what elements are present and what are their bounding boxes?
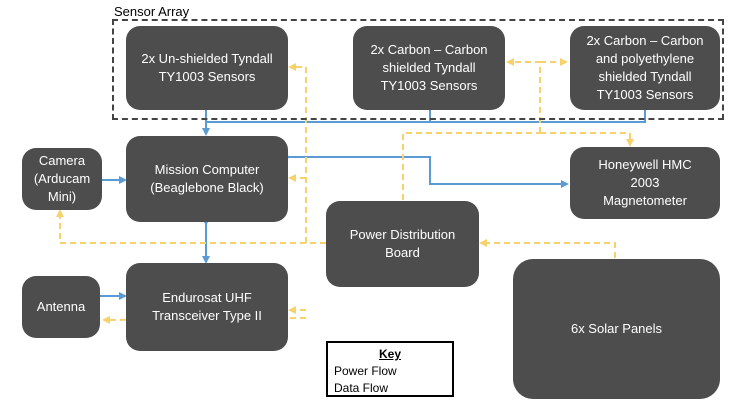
power-line-bus-to-magnetometer (540, 132, 634, 147)
power-line-solar-to-pdb (479, 239, 616, 258)
power-line-to-camera (56, 209, 326, 244)
mission-computer-box: Mission Computer (Beaglebone Black) (126, 136, 288, 222)
sensor-array-frame (112, 19, 724, 120)
carbon-shielded-sensors-box: 2x Carbon – Carbon shielded Tyndall TY10… (353, 26, 505, 110)
power-line-pdb-upper-bus (402, 132, 540, 200)
legend-power-flow-label: Power Flow (334, 364, 397, 378)
solar-panels-box: 6x Solar Panels (513, 259, 720, 399)
legend-key: Key Power Flow Data Flow (326, 341, 454, 397)
data-line-computer-magnetometer (283, 153, 569, 188)
sensor-array-label: Sensor Array (114, 4, 190, 19)
camera-box: Camera (Arducam Mini) (22, 148, 102, 210)
legend-data-flow-label: Data Flow (334, 381, 389, 395)
data-line-carbon-poly-bus (430, 110, 646, 123)
unshielded-sensors-box: 2x Un-shielded Tyndall TY1003 Sensors (126, 26, 288, 110)
carbon-poly-shielded-sensors-box: 2x Carbon – Carbon and polyethylene shie… (570, 26, 720, 110)
transceiver-box: Endurosat UHF Transceiver Type II (126, 263, 288, 351)
legend-title: Key (378, 347, 401, 361)
power-distribution-box: Power Distribution Board (326, 201, 479, 287)
antenna-box: Antenna (22, 276, 100, 338)
magnetometer-box: Honeywell HMC 2003 Magnetometer (570, 147, 720, 219)
